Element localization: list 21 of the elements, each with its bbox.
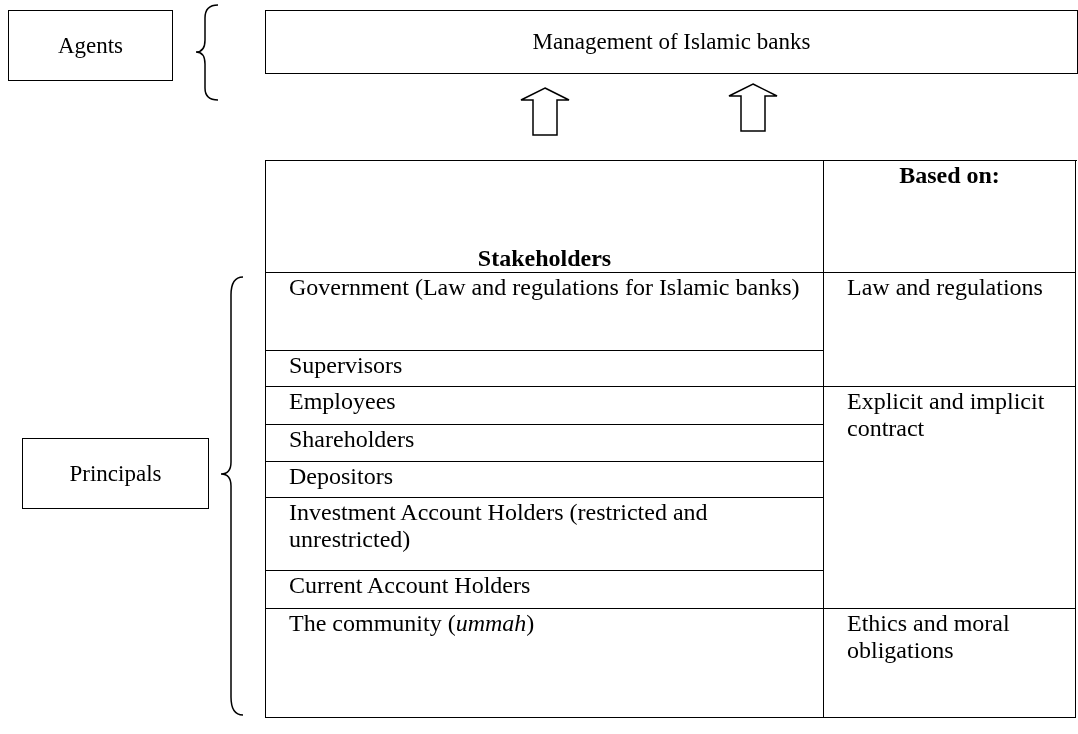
table-cell: Supervisors (266, 351, 824, 387)
table-cell: Explicit and implicit contract (824, 387, 1076, 609)
table-cell: Law and regulations (824, 273, 1076, 387)
node-label: Agents (57, 32, 124, 59)
hollow-arrow (520, 87, 570, 136)
table-cell: Investment Account Holders (restricted and unrestricted) (266, 498, 824, 571)
table-cell: The community (ummah) (266, 609, 824, 718)
table-cell: Depositors (266, 462, 824, 498)
label-box (22, 438, 209, 509)
hollow-arrow (728, 83, 778, 132)
table-cell: Employees (266, 387, 824, 425)
label-box (8, 10, 173, 81)
label-box (265, 10, 1078, 74)
node-label: Management of Islamic banks (532, 29, 811, 55)
column-header: Based on: (824, 161, 1076, 273)
column-header: Stakeholders (266, 161, 824, 273)
table-cell: Current Account Holders (266, 571, 824, 609)
node-label: Principals (69, 460, 162, 487)
table-cell: Government (Law and regulations for Islamic banks) (266, 273, 824, 351)
table-cell: Shareholders (266, 425, 824, 462)
table-cell: Ethics and moral obligations (824, 609, 1076, 718)
